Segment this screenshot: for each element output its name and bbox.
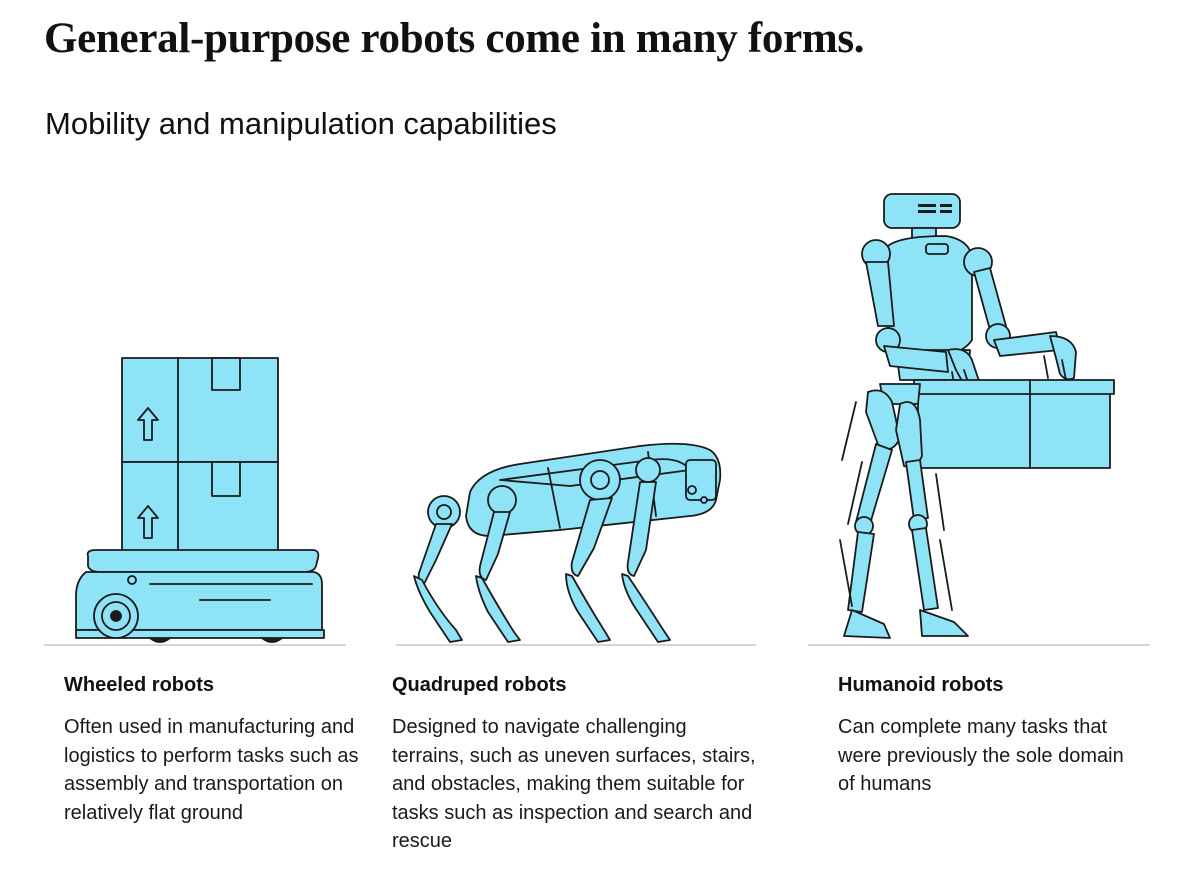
humanoid-robots-column: Humanoid robots Can complete many tasks … [838, 674, 1138, 799]
page-subtitle: Mobility and manipulation capabilities [45, 106, 557, 141]
humanoid-robots-label: Humanoid robots [838, 674, 1004, 696]
quadruped-robots-label: Quadruped robots [392, 674, 567, 696]
wheeled-robots-column: Wheeled robots Often used in manufacturi… [64, 674, 404, 827]
wheeled-robots-label: Wheeled robots [64, 674, 215, 696]
humanoid-robots-description: Can complete many tasks that were previo… [838, 716, 1124, 795]
wheeled-robots-description: Often used in manufacturing and logistic… [64, 716, 359, 824]
quadruped-robots-column: Quadruped robots Designed to navigate ch… [392, 674, 762, 856]
wheeled-robot-illustration [75, 357, 325, 643]
page-title: General-purpose robots come in many form… [44, 15, 865, 62]
quadruped-robot-illustration [413, 442, 722, 643]
quadruped-robots-description: Designed to navigate challenging terrain… [392, 716, 756, 852]
humanoid-robot-illustration [839, 193, 1115, 639]
